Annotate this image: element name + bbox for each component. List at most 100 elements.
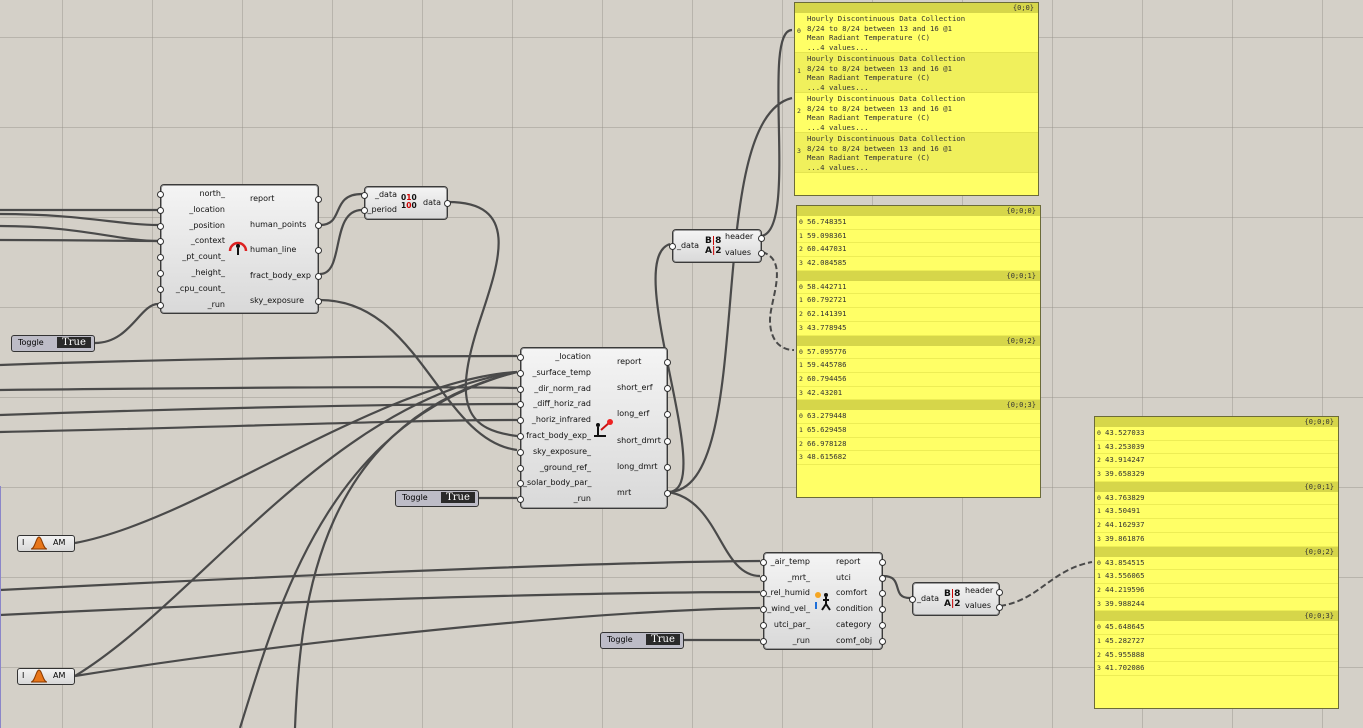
port-out[interactable]: comf_obj xyxy=(836,635,873,645)
wire xyxy=(759,28,793,238)
panel-value: 43.527033 xyxy=(1105,428,1145,437)
port-out[interactable]: report xyxy=(836,557,861,566)
port-out[interactable]: category xyxy=(836,619,872,629)
port-in[interactable]: _height_ xyxy=(191,268,226,277)
port-out[interactable]: mrt xyxy=(617,488,632,497)
port-in[interactable]: _position xyxy=(189,220,225,230)
panel-index: 1 xyxy=(799,425,803,434)
toggle-value[interactable]: True xyxy=(441,492,475,503)
solar-mrt-component[interactable]: _location _surface_temp _dir_norm_rad _diff… xyxy=(517,347,671,509)
port-in[interactable]: fract_body_exp_ xyxy=(526,431,591,440)
port-in[interactable]: _ground_ref_ xyxy=(539,462,591,472)
port-out[interactable]: sky_exposure xyxy=(250,296,305,305)
port-out[interactable]: human_points xyxy=(250,219,307,229)
panel-text-line: Hourly Discontinuous Data Collection xyxy=(807,134,966,143)
port-out[interactable]: report xyxy=(617,357,642,366)
port-in[interactable]: _diff_horiz_rad xyxy=(533,399,591,409)
port-data-in[interactable]: _data xyxy=(916,594,939,603)
data-source-component[interactable]: I AM xyxy=(17,535,75,552)
human-to-sky-component[interactable]: north_ _location _position _context _pt_coun… xyxy=(157,184,322,314)
panel-value: 39.988244 xyxy=(1105,598,1145,608)
port-data-in[interactable]: _data xyxy=(676,241,699,250)
panel-value: 45.955888 xyxy=(1105,649,1145,659)
port-in[interactable]: _air_temp xyxy=(770,557,810,566)
wire xyxy=(667,490,761,578)
port-in[interactable]: sky_exposure_ xyxy=(532,446,591,456)
boolean-toggle[interactable]: Toggle True xyxy=(11,335,95,352)
boolean-toggle[interactable]: Toggle True xyxy=(395,490,479,507)
panel-text-line: Hourly Discontinuous Data Collection xyxy=(807,54,966,63)
port-in[interactable]: _dir_norm_rad xyxy=(534,383,591,393)
port-in[interactable]: _run xyxy=(792,635,810,645)
port-data-out[interactable]: data xyxy=(423,198,442,207)
port-header-out[interactable]: header xyxy=(965,586,994,595)
port-out[interactable]: long_erf xyxy=(617,409,650,419)
port-out[interactable]: utci xyxy=(836,572,851,582)
mini-left-label: I xyxy=(22,538,25,547)
port-in[interactable]: _cpu_count_ xyxy=(175,283,225,293)
port-out[interactable]: human_line xyxy=(250,245,297,254)
port-in[interactable]: _run xyxy=(207,299,225,309)
port-in[interactable]: _location xyxy=(555,352,591,361)
wire xyxy=(74,370,518,545)
port-in[interactable]: _horiz_infrared xyxy=(531,415,591,425)
port-in[interactable]: _wind_vel_ xyxy=(767,604,810,614)
port-period-in[interactable]: _period xyxy=(367,205,397,214)
port-data-in[interactable]: _data xyxy=(374,190,397,199)
panel-index: 3 xyxy=(1097,534,1101,543)
port-in[interactable]: _surface_temp xyxy=(532,367,592,377)
port-in[interactable]: _location xyxy=(189,204,225,214)
panel-index: 2 xyxy=(797,107,801,115)
boolean-toggle[interactable]: Toggle True xyxy=(600,632,684,649)
port-out[interactable]: condition xyxy=(836,604,873,614)
panel-index: 0 xyxy=(1097,493,1101,502)
port-in[interactable]: _solar_body_par_ xyxy=(523,478,592,488)
port-in[interactable]: _run xyxy=(573,494,591,504)
data-source-component[interactable]: I AM xyxy=(17,668,75,685)
wire xyxy=(0,212,159,227)
panel-text-line: Hourly Discontinuous Data Collection xyxy=(807,14,966,23)
port-in[interactable]: _pt_count_ xyxy=(182,252,225,262)
toggle-value[interactable]: True xyxy=(646,634,680,645)
panel-index: 2 xyxy=(799,245,803,254)
port-out[interactable]: report xyxy=(250,194,275,203)
port-in[interactable]: _context xyxy=(190,236,225,246)
port-in[interactable]: _rel_humid xyxy=(766,588,811,598)
toggle-value[interactable]: True xyxy=(57,337,91,348)
panel-index: 1 xyxy=(797,67,801,75)
port-out[interactable]: fract_body_exp xyxy=(250,270,311,280)
wire xyxy=(0,590,761,617)
wire xyxy=(319,208,363,276)
port-header-out[interactable]: header xyxy=(725,232,754,241)
port-out[interactable]: short_dmrt xyxy=(617,435,661,445)
port-out[interactable]: long_dmrt xyxy=(617,461,658,471)
panel-value: 44.162937 xyxy=(1105,520,1145,530)
port-values-out[interactable]: values xyxy=(965,601,992,610)
port-out[interactable]: comfort xyxy=(836,588,868,598)
utci-component[interactable]: _air_temp _mrt_ _rel_humid _wind_vel_ utci_p… xyxy=(760,552,886,650)
panel-text-line: 8/24 to 8/24 between 13 and 16 @1 xyxy=(807,23,952,33)
port-out[interactable]: short_erf xyxy=(617,383,653,393)
port-in[interactable]: utci_par_ xyxy=(773,619,810,629)
panel-index: 2 xyxy=(799,439,803,448)
mini-right-label: AM xyxy=(53,671,66,680)
port-in[interactable]: north_ xyxy=(199,189,225,198)
port-in[interactable]: _mrt_ xyxy=(787,572,810,582)
port-values-out[interactable]: values xyxy=(725,248,752,257)
panel-index: 0 xyxy=(799,412,803,421)
